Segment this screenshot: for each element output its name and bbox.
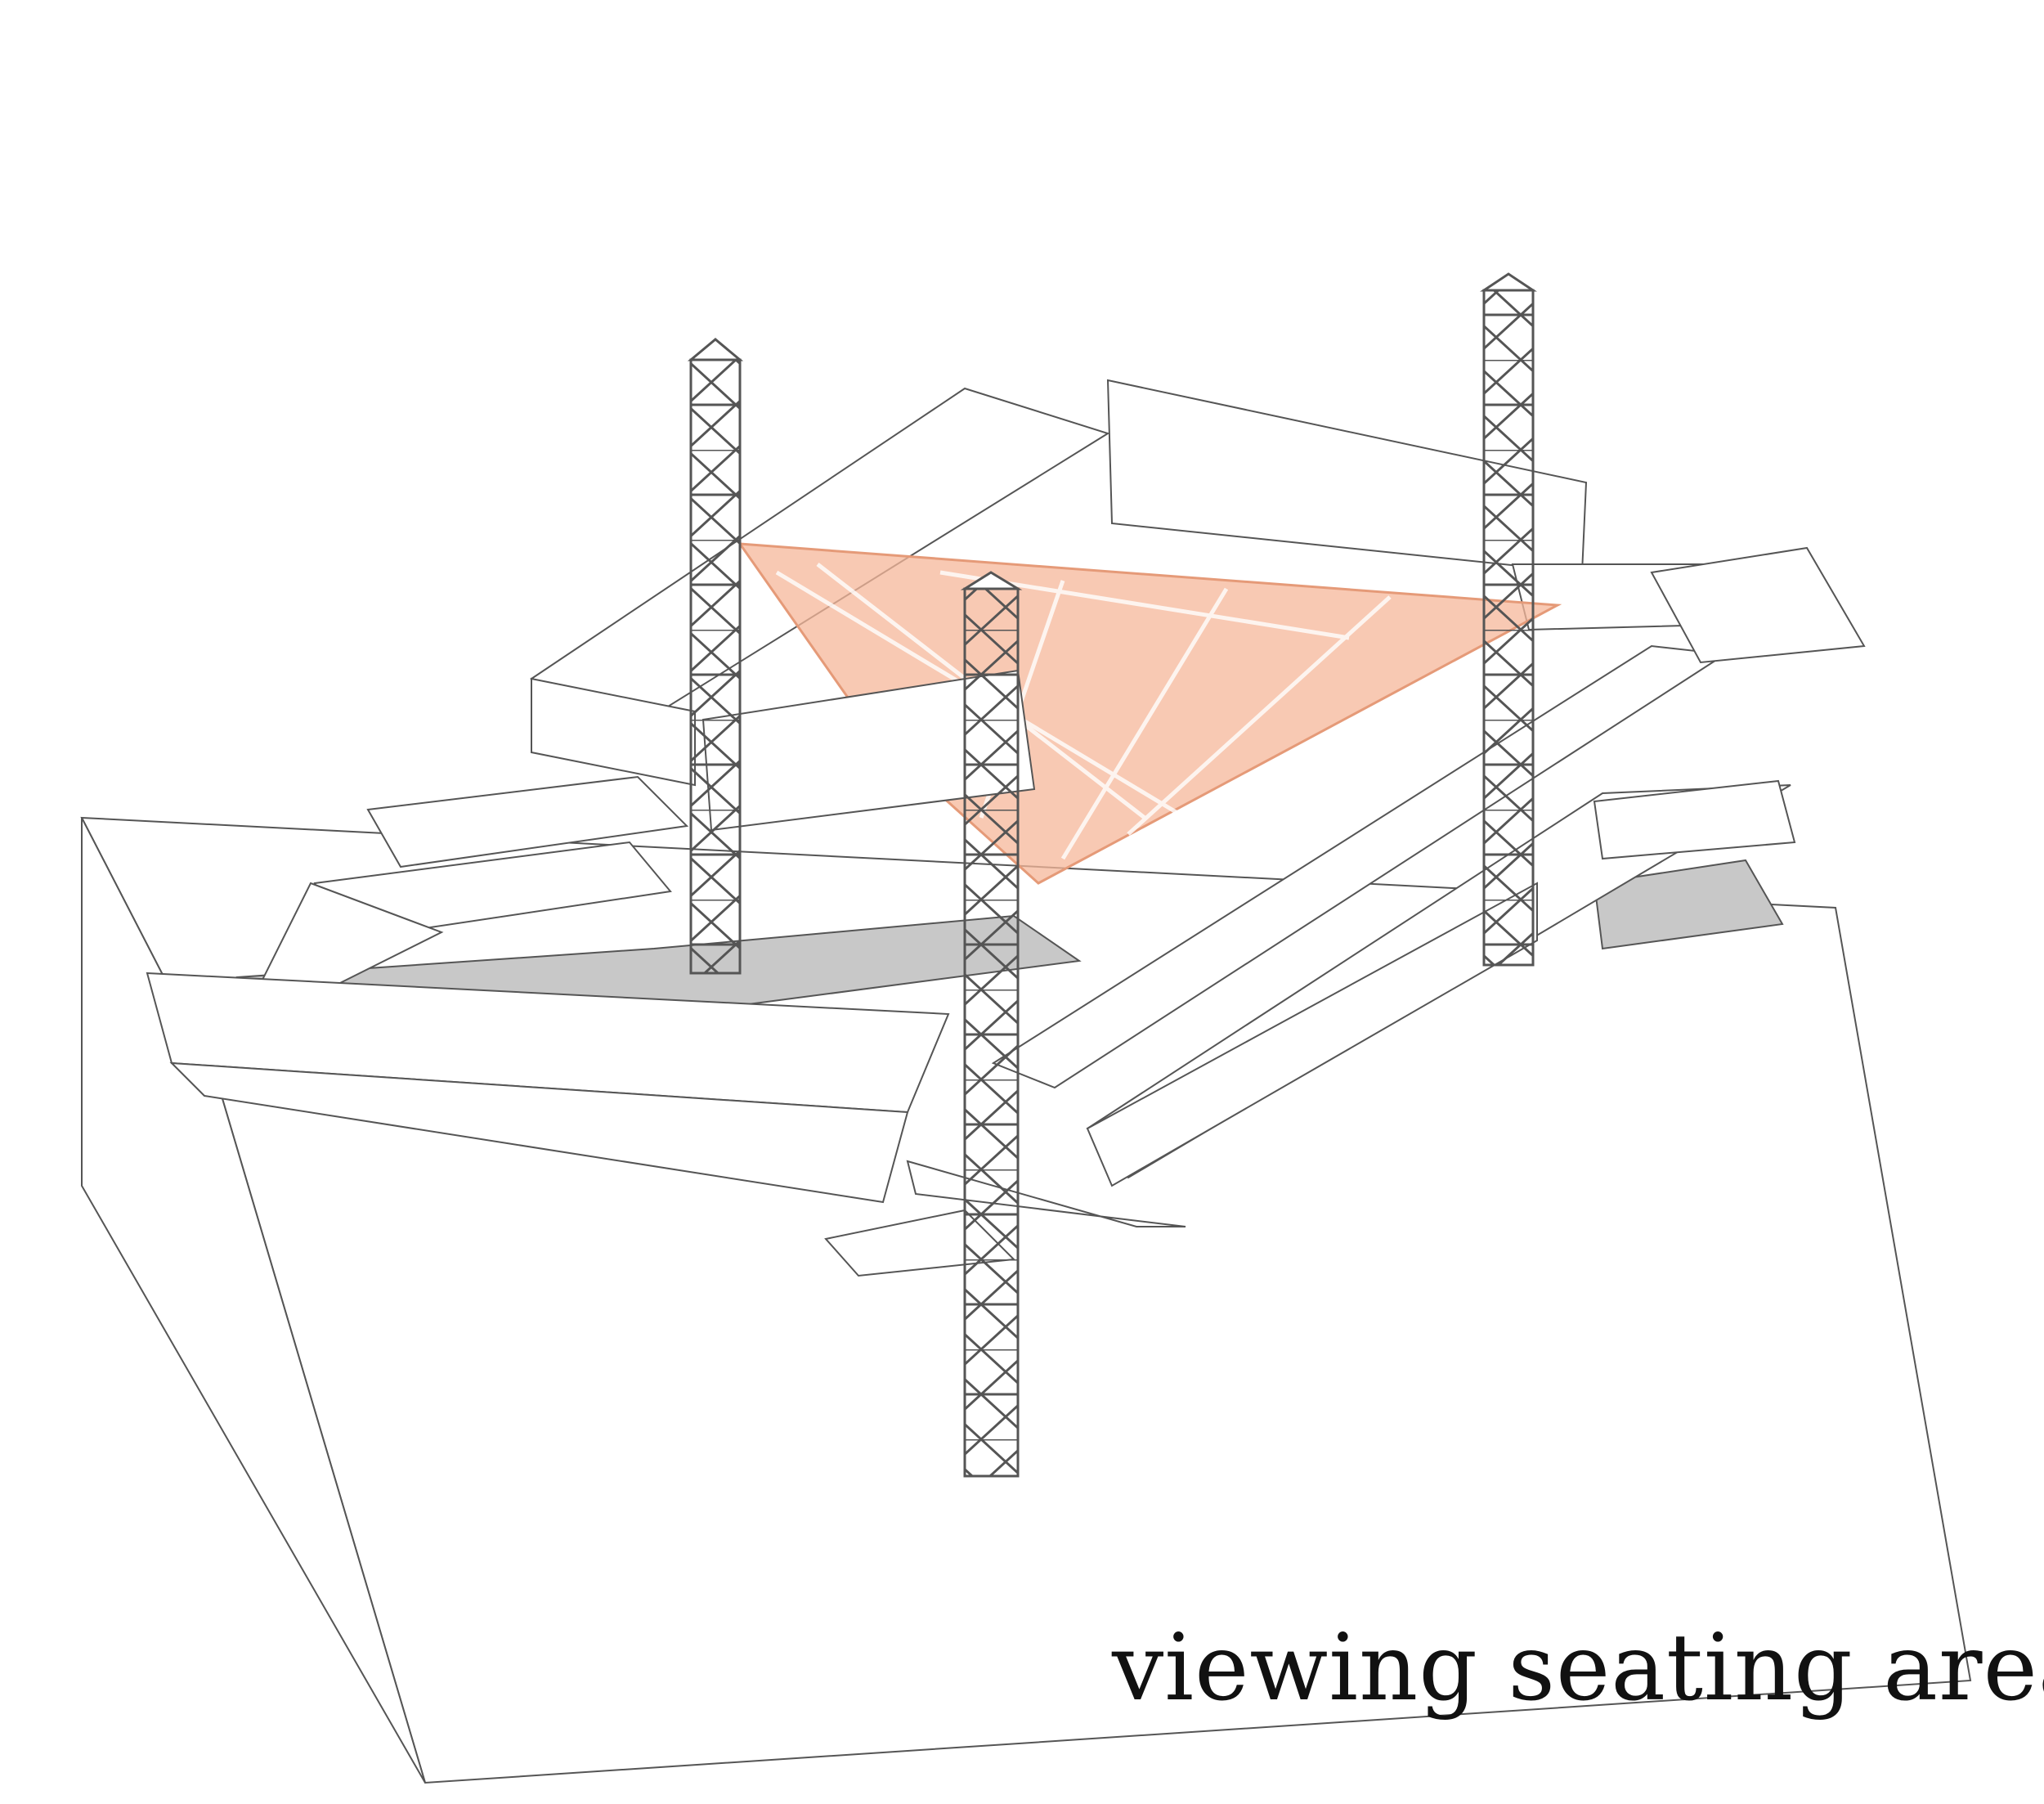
towers (687, 272, 1537, 1478)
tower-left (687, 338, 744, 975)
right-platforms (991, 546, 1866, 1187)
tower-right-cap (1480, 272, 1537, 292)
tower-center-body (963, 587, 1020, 1478)
left-platforms (146, 669, 1036, 1204)
tower-left-cap (687, 338, 744, 361)
beam-underside (169, 1061, 909, 1204)
tower-right (1480, 272, 1537, 967)
platform-arm-1 (366, 775, 689, 868)
front-plank-right (906, 1160, 1186, 1227)
shadow-right (1593, 859, 1784, 950)
tower-left-body (689, 358, 742, 975)
right-arm-lower (1593, 779, 1796, 860)
tower-center-cap (960, 571, 1023, 590)
right-arm-upper (1650, 546, 1866, 664)
drawing-caption: viewing seating area (1112, 1615, 2044, 1721)
tower-center (960, 571, 1023, 1478)
side-slab (1086, 882, 1538, 1187)
tower-right-body (1482, 289, 1535, 967)
